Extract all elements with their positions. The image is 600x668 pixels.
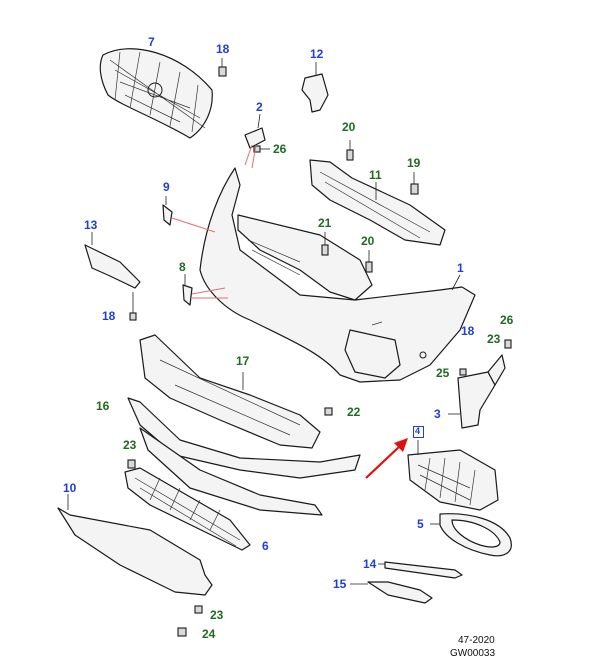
callout-26-right-label: 26 [500,313,514,327]
callout-9-label: 9 [163,180,170,194]
footer-date: 47-2020 [458,635,495,646]
bumper-cover-part-1 [199,167,476,383]
callout-6[interactable]: 6 [262,540,269,552]
grille-part [99,48,213,139]
callout-23-right[interactable]: 23 [487,333,500,345]
callout-26-label: 26 [273,142,287,156]
callout-22[interactable]: 22 [347,406,360,418]
callout-3-label: 3 [434,407,441,421]
callout-17-label: 17 [236,354,250,368]
clip-part-18-top [218,58,227,77]
callout-6-label: 6 [262,539,269,553]
callout-1-label: 1 [457,261,464,275]
callout-26-right[interactable]: 26 [500,314,513,326]
callout-13-label: 13 [84,218,98,232]
fog-bezel-part-5 [430,513,512,557]
side-bracket-part-13 [84,232,141,321]
callout-25-label: 25 [436,366,450,380]
fog-grille-part-4 [407,440,499,511]
callout-16[interactable]: 16 [96,400,109,412]
callout-12-label: 12 [310,47,324,61]
bracket-part-8 [182,274,228,306]
callout-10[interactable]: 10 [63,482,76,494]
callout-23-right-label: 23 [487,332,501,346]
lower-grille-part-6 [124,459,251,551]
callout-5-label: 5 [417,517,424,531]
callout-21-label: 21 [318,216,332,230]
callout-20[interactable]: 20 [342,121,355,133]
callout-2[interactable]: 2 [256,101,263,113]
callout-24[interactable]: 24 [202,628,215,640]
callout-23-bottom-label: 23 [210,608,224,622]
callout-24-label: 24 [202,627,216,641]
callout-9[interactable]: 9 [163,181,170,193]
callout-16-label: 16 [96,399,110,413]
callout-21[interactable]: 21 [318,217,331,229]
bracket-part-3 [448,339,512,429]
lower-deflector-part-17 [139,334,333,449]
pointer-arrow [365,438,408,479]
callout-15[interactable]: 15 [333,578,346,590]
callout-18[interactable]: 18 [216,43,229,55]
callout-22-label: 22 [347,405,361,419]
trim-strip-part-15 [350,581,433,604]
callout-20b-label: 20 [361,234,375,248]
footer-code: GW00033 [450,648,496,659]
callout-4-label: 4 [415,426,421,436]
callout-20b[interactable]: 20 [361,235,374,247]
callout-5[interactable]: 5 [417,518,424,530]
bracket-part-2 [244,113,270,169]
callout-15-label: 15 [333,577,347,591]
callout-14[interactable]: 14 [363,558,376,570]
callout-25[interactable]: 25 [436,367,449,379]
callout-18-left[interactable]: 18 [102,310,115,322]
callout-11-label: 11 [369,168,382,182]
callout-1[interactable]: 1 [457,262,464,274]
callout-13[interactable]: 13 [84,219,97,231]
callout-18-right-label: 18 [461,324,475,338]
callout-20-label: 20 [342,120,356,134]
callout-18-left-label: 18 [102,309,116,323]
callout-8[interactable]: 8 [179,261,186,273]
bracket-part-9 [162,196,216,233]
callout-4[interactable]: 4 [413,426,424,438]
callout-19[interactable]: 19 [407,157,420,169]
callout-23-bottom[interactable]: 23 [210,609,223,621]
callout-2-label: 2 [256,100,263,114]
lower-lip-part-16 [127,397,361,516]
callout-14-label: 14 [363,557,377,571]
callout-23-mid[interactable]: 23 [123,439,136,451]
callout-11[interactable]: 11 [369,169,382,181]
callout-12[interactable]: 12 [310,48,323,60]
undertray-part-10 [57,494,213,637]
callout-18-right[interactable]: 18 [461,325,474,337]
callout-23-mid-label: 23 [123,438,137,452]
trim-strip-part-14 [378,561,463,579]
callout-7[interactable]: 7 [148,36,155,48]
bracket-part-12 [301,62,329,113]
callout-8-label: 8 [179,260,186,274]
callout-26[interactable]: 26 [273,143,286,155]
callout-18-label: 18 [216,42,230,56]
callout-3[interactable]: 3 [434,408,441,420]
callout-7-label: 7 [148,35,155,49]
callout-10-label: 10 [63,481,77,495]
callout-17[interactable]: 17 [236,355,249,367]
support-bar-part-11 [309,140,446,246]
callout-19-label: 19 [407,156,421,170]
